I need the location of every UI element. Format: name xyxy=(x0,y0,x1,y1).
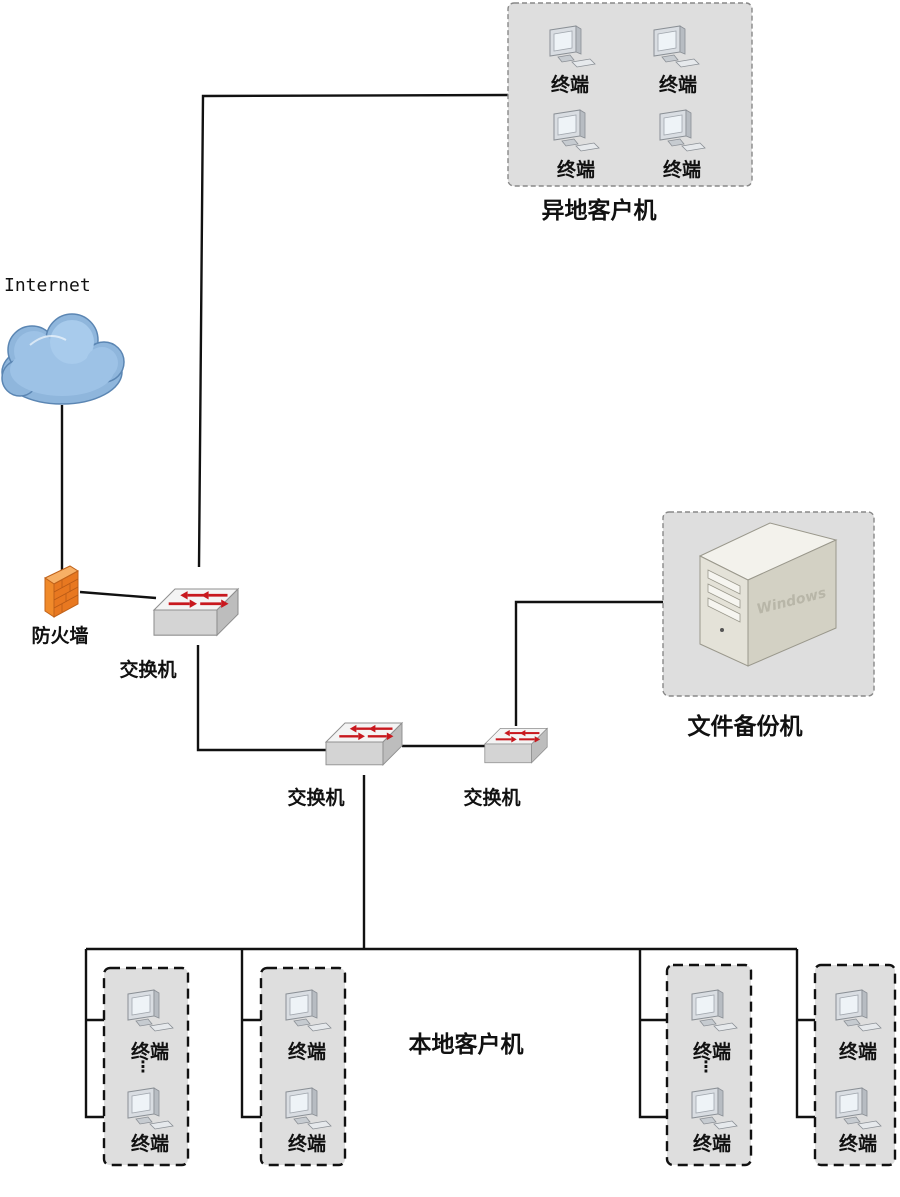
remote-terminal-label: 终端 xyxy=(659,73,697,96)
link-switch-to-middle-switch xyxy=(196,645,326,752)
local-terminal-label: 终端 xyxy=(288,1040,326,1063)
local-terminal-label: 终端 xyxy=(839,1132,877,1155)
firewall: 防火墙 xyxy=(31,565,89,647)
switch-middle-label: 交换机 xyxy=(287,786,344,809)
local-terminal-label: 终端 xyxy=(288,1132,326,1155)
ellipsis-dots: ⋮ xyxy=(698,1057,714,1076)
local-group-3: 终端 ⋮ 终端 xyxy=(665,963,753,1167)
switch-right: 交换机 xyxy=(463,727,549,809)
link-switch-to-remote xyxy=(197,93,511,568)
link-switch-to-backup xyxy=(514,600,664,726)
local-group-1: 终端 ⋮ 终端 xyxy=(102,966,190,1167)
backup-server: Windows 文件备份机 xyxy=(662,511,875,740)
internet: Internet xyxy=(1,275,125,405)
local-terminal-label: 终端 xyxy=(839,1040,877,1063)
switch-main-label: 交换机 xyxy=(119,658,176,681)
switch-middle: 交换机 xyxy=(287,721,404,809)
internet-label: Internet xyxy=(4,275,91,296)
switch-icon xyxy=(152,587,240,637)
remote-terminal-label: 终端 xyxy=(663,158,701,181)
local-clients: 本地客户机 终端 ⋮ 终端 终端 终端 终端 ⋮ 终端 xyxy=(102,963,897,1167)
switch-icon xyxy=(324,721,404,767)
remote-clients-title: 异地客户机 xyxy=(542,197,657,224)
remote-terminal-label: 终端 xyxy=(551,73,589,96)
local-terminal-label: 终端 xyxy=(131,1040,169,1063)
remote-clients: 终端 终端 终端 终端 异地客户机 xyxy=(507,2,753,224)
local-group-2: 终端 终端 xyxy=(259,966,347,1167)
local-terminal-label: 终端 xyxy=(693,1040,731,1063)
link-firewall-to-switch xyxy=(79,590,157,600)
cloud-icon xyxy=(1,313,125,405)
switch-right-label: 交换机 xyxy=(463,786,520,809)
switch-main: 交换机 xyxy=(119,587,240,681)
local-terminal-label: 终端 xyxy=(131,1132,169,1155)
remote-clients-box xyxy=(507,2,753,187)
backup-server-title: 文件备份机 xyxy=(688,713,803,740)
local-group-4: 终端 终端 xyxy=(813,963,897,1167)
local-terminal-label: 终端 xyxy=(693,1132,731,1155)
firewall-label: 防火墙 xyxy=(31,624,88,647)
switch-icon xyxy=(483,727,549,764)
server-icon: Windows xyxy=(698,522,838,667)
ellipsis-dots: ⋮ xyxy=(135,1057,151,1076)
local-clients-title: 本地客户机 xyxy=(409,1031,524,1058)
firewall-icon xyxy=(43,565,79,618)
remote-terminal-label: 终端 xyxy=(557,158,595,181)
